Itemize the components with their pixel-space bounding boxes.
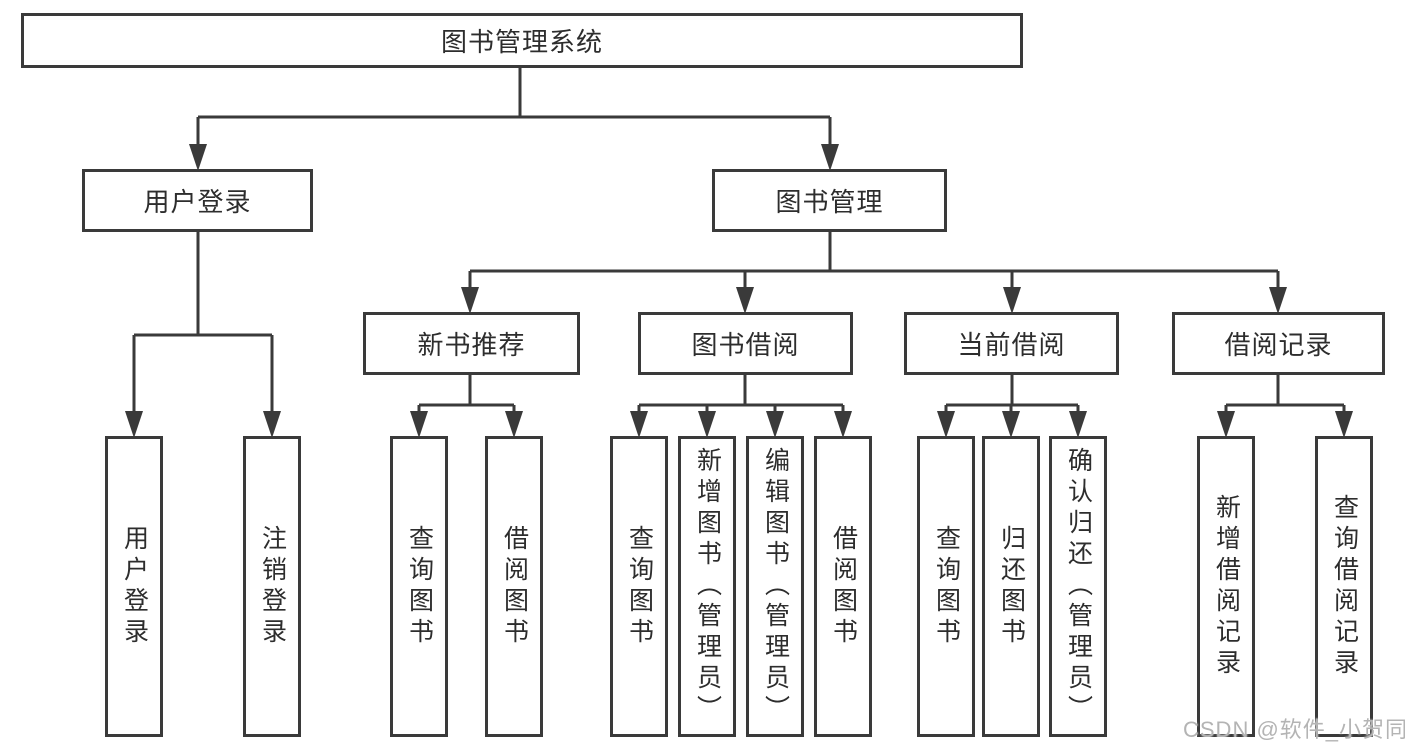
leaf-newbook-borrow: 借阅图书	[485, 436, 543, 737]
node-book-management: 图书管理	[712, 169, 947, 232]
leaf-current-query: 查询图书	[917, 436, 975, 737]
leaf-borrow-edit-admin: 编辑图书（管理员）	[746, 436, 804, 737]
leaf-borrow-add-admin: 新增图书（管理员）	[678, 436, 736, 737]
node-book-borrow: 图书借阅	[638, 312, 853, 375]
node-user-login: 用户登录	[82, 169, 313, 232]
leaf-logout: 注销登录	[243, 436, 301, 737]
node-root: 图书管理系统	[21, 13, 1023, 68]
leaf-records-query: 查询借阅记录	[1315, 436, 1373, 737]
csdn-watermark: CSDN @软件_小贺同学	[1183, 717, 1405, 742]
node-borrow-records: 借阅记录	[1172, 312, 1385, 375]
arrowheads	[125, 144, 1353, 438]
leaf-current-return: 归还图书	[982, 436, 1040, 737]
node-new-book-recommend: 新书推荐	[363, 312, 580, 375]
leaf-newbook-query: 查询图书	[390, 436, 448, 737]
node-current-borrow: 当前借阅	[904, 312, 1119, 375]
leaf-user-login: 用户登录	[105, 436, 163, 737]
connector-lines	[132, 68, 1346, 416]
leaf-current-confirm-admin: 确认归还（管理员）	[1049, 436, 1107, 737]
leaf-borrow-borrow: 借阅图书	[814, 436, 872, 737]
leaf-borrow-query: 查询图书	[610, 436, 668, 737]
leaf-records-add: 新增借阅记录	[1197, 436, 1255, 737]
